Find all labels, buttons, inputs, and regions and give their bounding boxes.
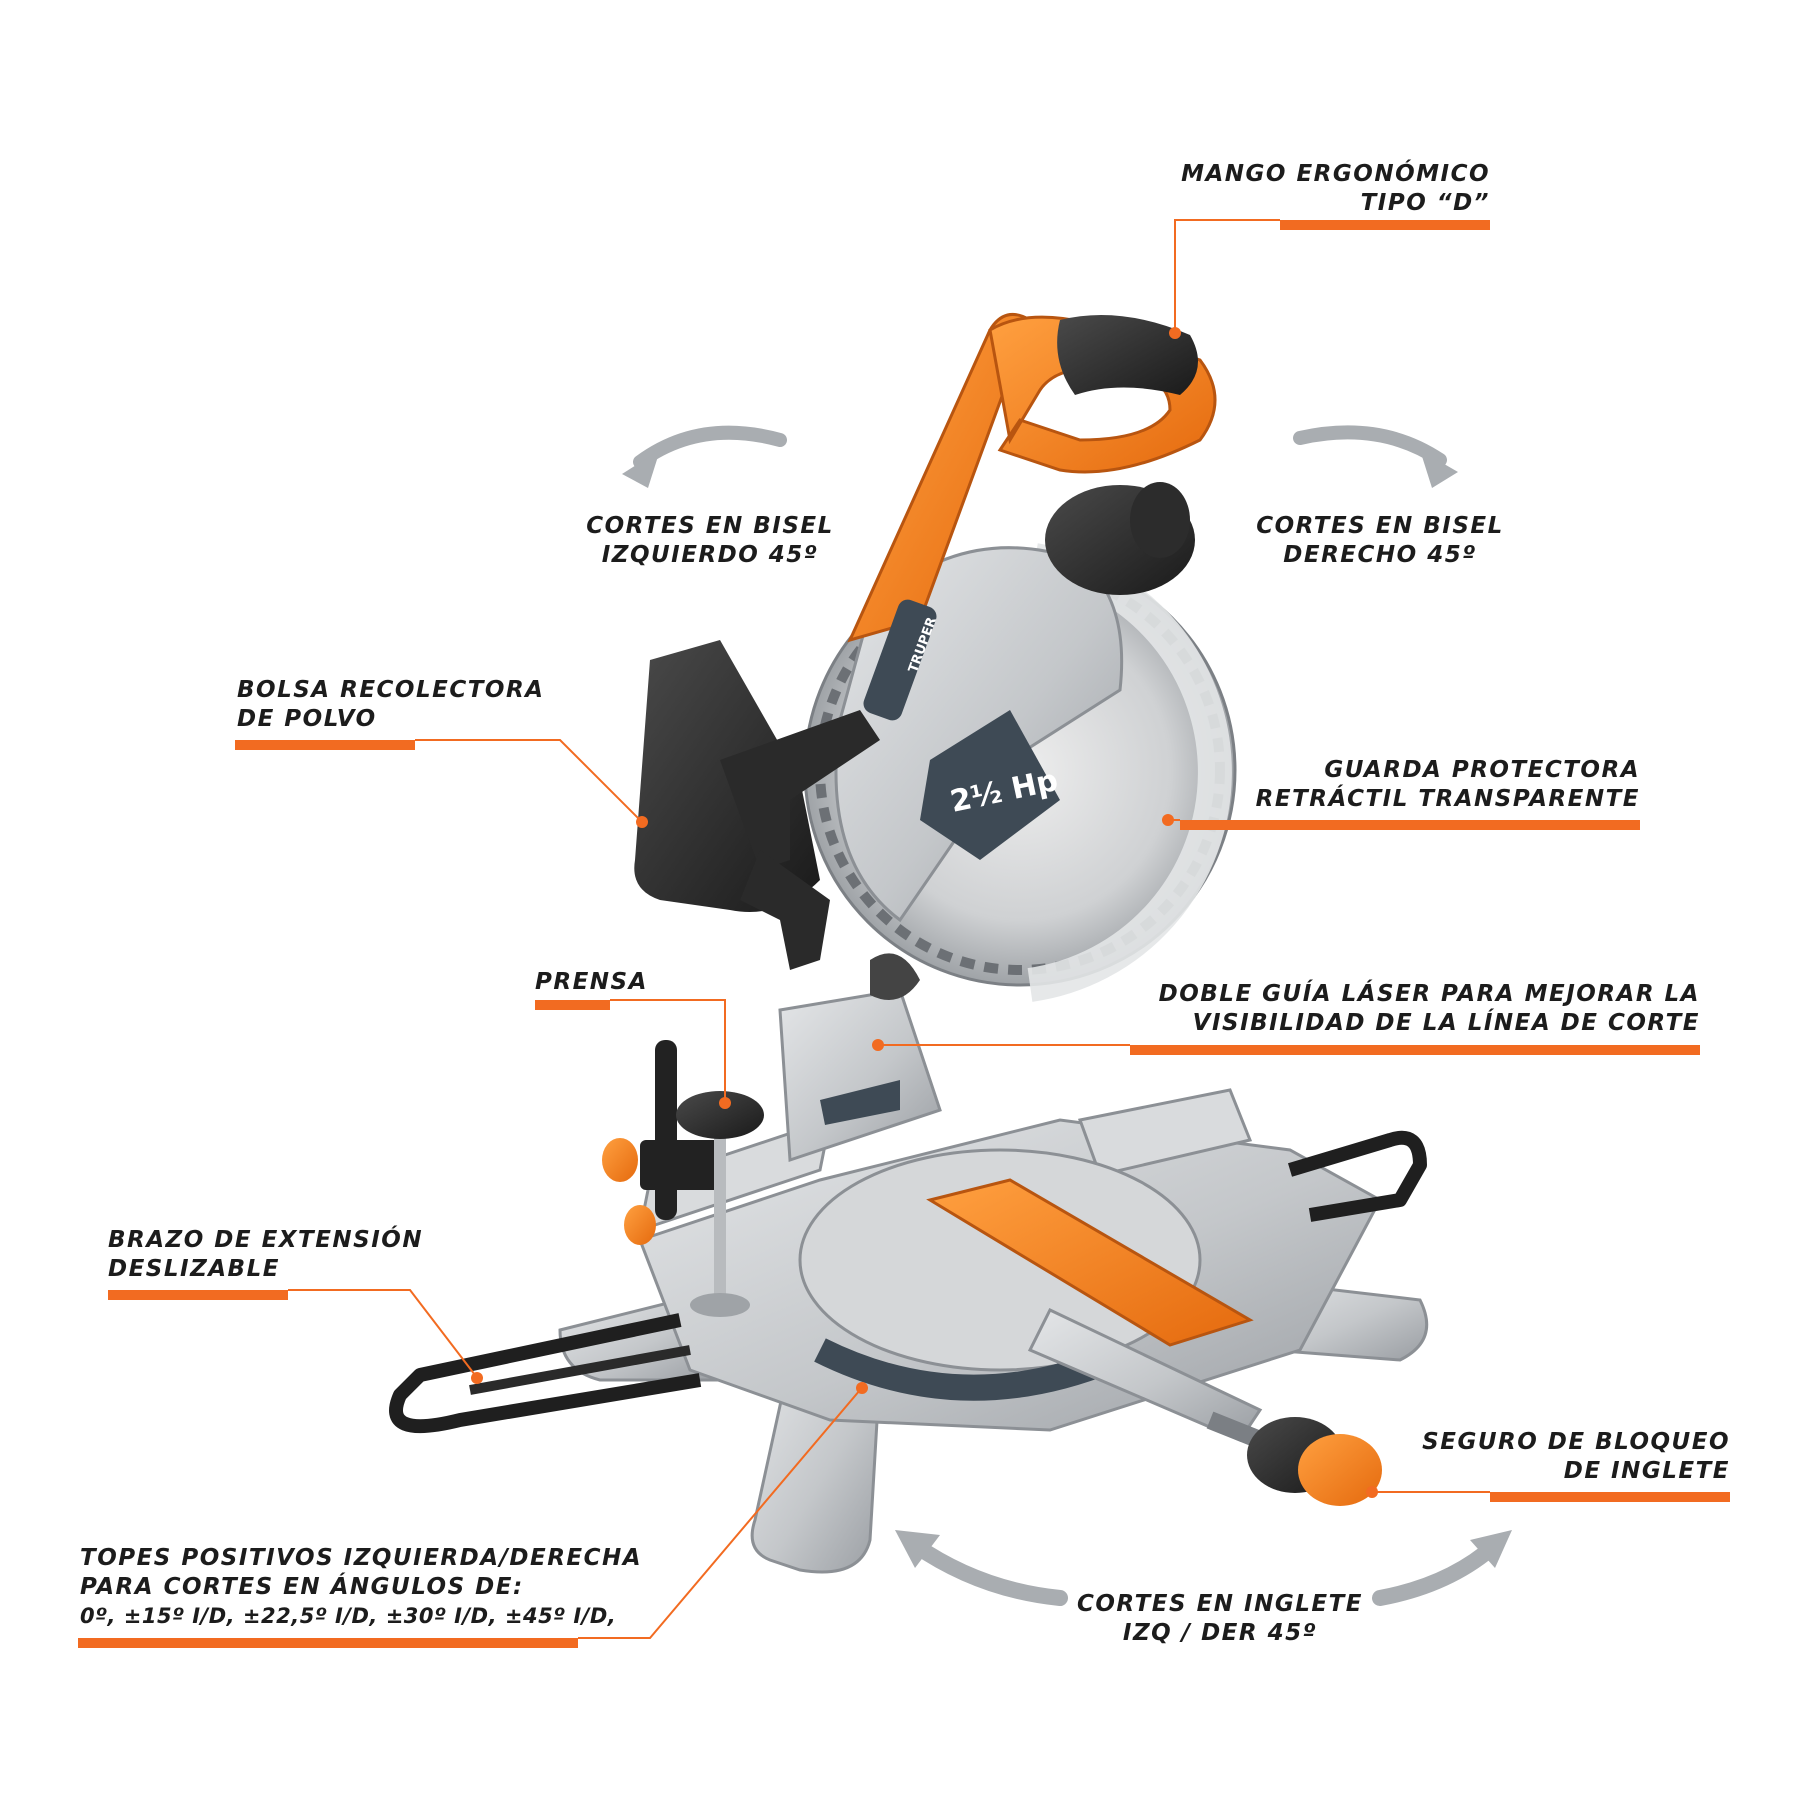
fence-knob-1 xyxy=(602,1138,638,1182)
label-stops: TOPES POSITIVOS IZQUIERDA/DERECHA PARA C… xyxy=(80,1545,643,1628)
miter-lock-knob xyxy=(1298,1434,1382,1506)
pivot-spring xyxy=(870,953,920,1000)
dust-bag-leader xyxy=(415,739,641,821)
extension-arm-left-inner xyxy=(469,1345,691,1395)
power-badge-shape xyxy=(920,710,1060,860)
label-laser: DOBLE GUÍA LÁSER PARA MEJORAR LA VISIBIL… xyxy=(1158,981,1700,1036)
clamp-leader xyxy=(610,999,726,1100)
miter-scale xyxy=(814,1338,1115,1401)
guard-underline xyxy=(1180,820,1640,830)
clamp-dot xyxy=(719,1097,731,1109)
bevel-left-arrowhead xyxy=(622,450,660,488)
label-bevel-right: CORTES EN BISEL DERECHO 45º xyxy=(1256,513,1504,568)
bevel-scale xyxy=(820,1080,900,1125)
label-extension: BRAZO DE EXTENSIÓN DESLIZABLE xyxy=(108,1227,424,1282)
handle-grip xyxy=(1057,315,1198,395)
label-clamp: PRENSA xyxy=(535,969,648,995)
label-miter-lock: SEGURO DE BLOQUEO DE INGLETE xyxy=(1422,1429,1730,1484)
label-bevel-left: CORTES EN BISEL IZQUIERDO 45º xyxy=(586,513,834,568)
motor-cap xyxy=(1130,482,1190,558)
turntable-insert xyxy=(926,1178,1254,1347)
extension-dot xyxy=(471,1372,483,1384)
miter-left-arrowhead xyxy=(895,1530,940,1568)
laser-underline xyxy=(1130,1045,1700,1055)
label-handle: MANGO ERGONÓMICO TIPO “D” xyxy=(1181,161,1490,216)
clamp-underline xyxy=(535,1000,610,1010)
bevel-left-arrow xyxy=(633,425,787,469)
stops-leader xyxy=(578,1389,861,1639)
handle-leader xyxy=(1174,219,1280,330)
miter-right-arrowhead xyxy=(1470,1530,1512,1568)
brand-strip xyxy=(863,599,937,721)
dust-bag-underline xyxy=(235,740,415,750)
laser-dot xyxy=(872,1039,884,1051)
clamp-foot xyxy=(690,1293,750,1317)
turntable xyxy=(798,1148,1202,1372)
extension-arm-left xyxy=(389,1313,702,1434)
fence-knob-2 xyxy=(624,1205,656,1245)
dust-chute-lever xyxy=(740,850,830,970)
stops-dot xyxy=(856,1382,868,1394)
stops-underline xyxy=(78,1638,578,1648)
label-guard: GUARDA PROTECTORA RETRÁCTIL TRANSPARENTE xyxy=(1255,757,1640,812)
handle-underline xyxy=(1280,220,1490,230)
miter-right-arrow xyxy=(1372,1537,1503,1606)
miter-lock-dot xyxy=(1366,1486,1378,1498)
pivot-column xyxy=(778,988,942,1163)
label-miter: CORTES EN INGLETE IZQ / DER 45º xyxy=(1076,1591,1363,1646)
clamp-block xyxy=(640,1140,720,1190)
extension-underline xyxy=(108,1290,288,1300)
miter-left-arrow xyxy=(907,1537,1068,1606)
handle-dot xyxy=(1169,327,1181,339)
fence-right xyxy=(1077,1088,1253,1177)
leader-lines xyxy=(288,219,1490,1639)
dust-port xyxy=(720,710,880,870)
bevel-right-arrow xyxy=(1293,425,1447,467)
guard-dot xyxy=(1162,814,1174,826)
clamp-knob xyxy=(676,1091,764,1139)
leader-dots xyxy=(471,327,1378,1498)
dust-bag-dot xyxy=(636,816,648,828)
extension-arm-right xyxy=(1287,1130,1427,1222)
miter-lock-shaft xyxy=(1206,1411,1264,1449)
label-dust-bag: BOLSA RECOLECTORA DE POLVO xyxy=(237,677,545,732)
clamp-post xyxy=(655,1040,677,1220)
extension-leader xyxy=(288,1289,476,1376)
miter-lock-underline xyxy=(1490,1492,1730,1502)
bevel-right-arrowhead xyxy=(1420,450,1458,488)
